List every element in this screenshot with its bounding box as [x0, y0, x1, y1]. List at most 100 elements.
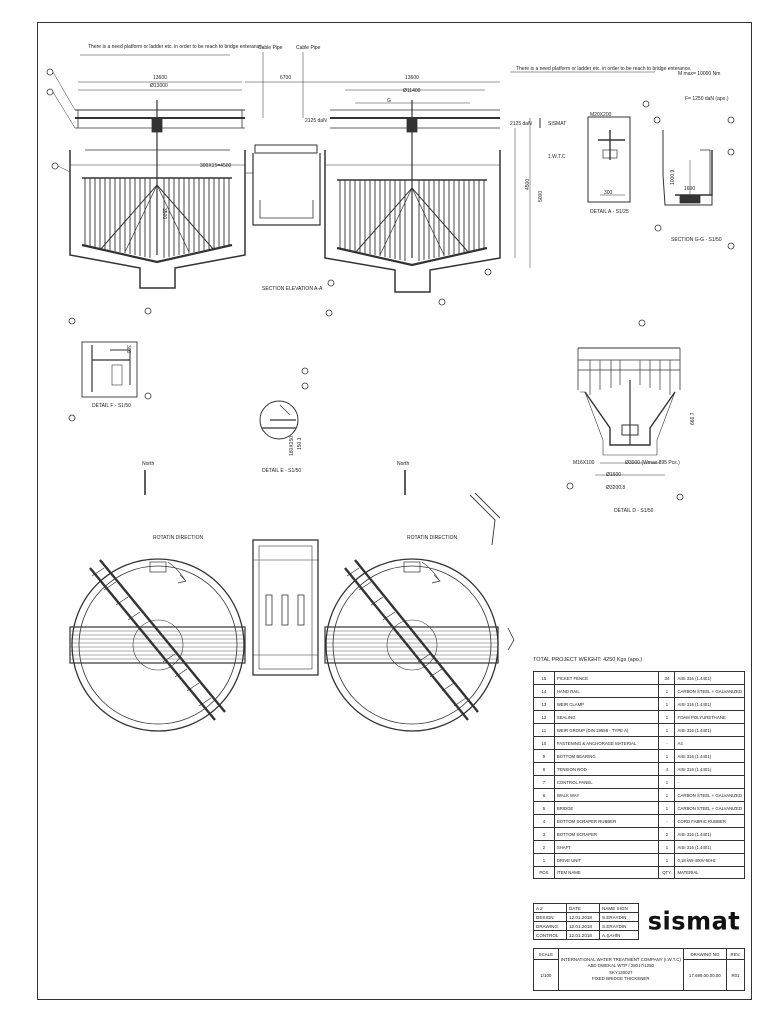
dim-moment: M max= 10000 Nm	[678, 71, 721, 77]
detail-d-vert: 666.7	[690, 412, 696, 425]
col-name-header: NAME SIGN	[599, 903, 639, 913]
material-cell: AISI 316 (1.4401)	[674, 749, 745, 763]
pos-cell: 9	[533, 749, 555, 763]
pos-cell: 3	[533, 827, 555, 841]
item-name-cell: FASTENING & ANCHORAGE MATERIAL	[553, 736, 660, 750]
middle-channel	[245, 144, 321, 226]
date-cell: 12.01.2018	[566, 921, 600, 931]
material-cell: -	[674, 775, 745, 789]
date-cell: 12.01.2018	[566, 912, 600, 922]
right-tank-plan	[324, 470, 515, 732]
name-cell: S.ERAYDIN	[599, 921, 639, 931]
pos-cell: 5	[533, 801, 555, 815]
top-dimension-lines	[78, 52, 655, 118]
material-cell: AISI 316 (1.4401)	[674, 723, 745, 737]
material-cell: CORD FABRIC RUBBER	[674, 814, 745, 828]
role-cell: DESIGN	[533, 912, 567, 922]
qty-cell: 1	[658, 684, 676, 698]
section-g-dim1: 1600	[684, 186, 696, 192]
title-block-project: SCALE INTERNATIONAL WATER TREATMENT COMP…	[533, 948, 746, 991]
detail-d-drawing	[566, 319, 684, 501]
north-right: North	[397, 461, 410, 467]
qty-cell: 1	[658, 775, 676, 789]
material-cell: FOAM POLYURETHANE	[674, 710, 745, 724]
item-name-cell: SHAFT	[553, 840, 660, 854]
name-cell: S.ERAYDIN	[599, 912, 639, 922]
item-name-cell: PICKET FENCE	[553, 671, 660, 685]
date-cell: 12.01.2018	[566, 930, 600, 940]
item-name-cell: HAND RAIL	[553, 684, 660, 698]
qty-cell: 1	[658, 853, 676, 867]
dim-left-dia: Ø13000	[150, 83, 168, 89]
qty-cell: 1	[658, 788, 676, 802]
item-name-cell: WEIR CLAMP	[553, 697, 660, 711]
cable-pipe-label-1: Cable Pipe	[258, 45, 283, 51]
dim-vert-right-2: 5000	[538, 190, 544, 202]
detail-a-drawing	[587, 100, 650, 203]
client-line-4: FIXED BRIDGE THICKENER	[592, 976, 650, 981]
detail-e-dim1: 150.1	[297, 437, 303, 450]
drawing-sheet-border	[37, 22, 752, 1000]
pos-cell: 13	[533, 697, 555, 711]
wtc-mark: 1.W.T.C	[548, 154, 566, 160]
pos-cell: 2	[533, 840, 555, 854]
material-cell: AISI 316 (1.4401)	[674, 697, 745, 711]
item-name-cell: BOTTOM SCRAPER	[553, 827, 660, 841]
dim-vert-left: 3500	[161, 208, 167, 220]
item-name-cell: CONTROL PANEL	[553, 775, 660, 789]
detail-e-dim2: 180X150	[289, 435, 295, 456]
dim-load-left: 2125 daN	[305, 118, 327, 124]
detail-d-dia2: Ø1600	[606, 472, 622, 478]
material-cell: CARBON STEEL + GALVANIZED	[674, 788, 745, 802]
platform-note-left: There is a need platform or ladder etc. …	[88, 44, 264, 50]
material-cell: A4	[674, 736, 745, 750]
caption-detail-a: DETAIL A - S1/25	[590, 209, 629, 215]
caption-detail-d: DETAIL D - S1/50	[614, 508, 654, 514]
left-tank-elevation	[69, 100, 246, 289]
scale-value: 1/100	[533, 959, 559, 991]
item-name-cell: BOTTOM BEARING	[553, 749, 660, 763]
pos-cell: 15	[533, 671, 555, 685]
item-name-header: ITEM NAME	[553, 866, 660, 879]
pos-cell: 1	[533, 853, 555, 867]
qty-cell: 2	[658, 827, 676, 841]
material-cell: CARBON STEEL + GALVANIZED	[674, 801, 745, 815]
caption-detail-f: DETAIL F - S1/50	[92, 403, 131, 409]
detail-f-dim: 300	[125, 345, 131, 354]
item-name-cell: WEIR GROUP (DIN 19558 - TYPE A)	[553, 723, 660, 737]
pos-cell: 7	[533, 775, 555, 789]
name-cell: A.ŞAHİN	[599, 930, 639, 940]
north-left: North	[142, 461, 155, 467]
pos-cell: 10	[533, 736, 555, 750]
cable-pipe-label-2: Cable Pipe	[296, 45, 321, 51]
pos-cell: 11	[533, 723, 555, 737]
material-cell: CARBON STEEL + GALVANIZED	[674, 684, 745, 698]
qty-cell: 1	[658, 697, 676, 711]
material-cell: AISI 316 (1.4401)	[674, 671, 745, 685]
client-line-1: INTERNATIONAL WATER TREATMENT COMPANY (I…	[560, 956, 681, 962]
qty-cell: 1	[658, 723, 676, 737]
dim-force: F= 1250 daN (apo.)	[685, 96, 729, 102]
qty-header: QTY.	[658, 866, 676, 879]
pos-cell: 6	[533, 788, 555, 802]
rev-label: REV.	[725, 948, 746, 960]
dim-left-span: 13600	[153, 75, 167, 81]
drawing-no: 17.699.00.00.00	[682, 959, 727, 991]
drawing-no-label: DRAWING NO	[682, 948, 727, 960]
total-weight: TOTAL PROJECT WEIGHT: 4250 Kgs (apo.)	[533, 657, 643, 663]
client-line-2: ABD DWEKAL WTP / 28017/1250	[587, 963, 654, 968]
dim-vert-right-1: 4500	[525, 178, 531, 190]
revision: R01	[725, 959, 746, 991]
pos-cell: 8	[533, 762, 555, 776]
plan-channel	[252, 539, 319, 676]
item-name-cell: SEALING	[553, 710, 660, 724]
role-cell: CONTROL	[533, 930, 567, 940]
section-g-dim2: 1000.9	[670, 169, 676, 185]
pos-cell: 4	[533, 814, 555, 828]
